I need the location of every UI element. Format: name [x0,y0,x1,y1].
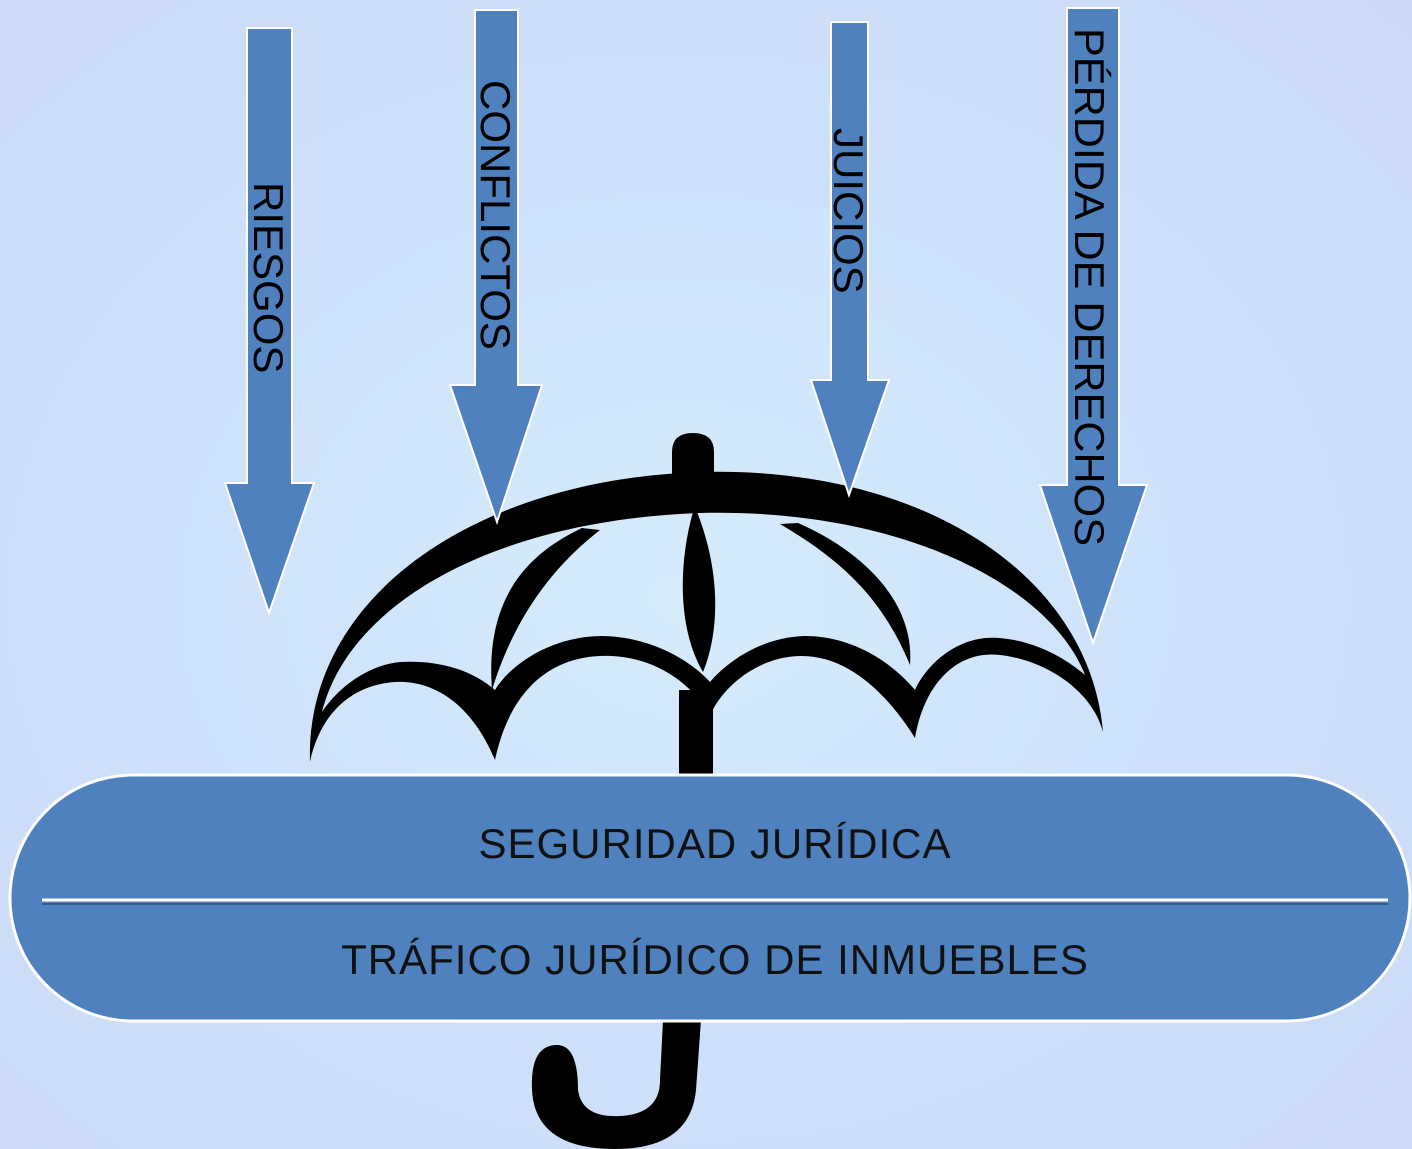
umbrella-shaft [679,690,713,780]
arrow-label-juicios: JUICIOS [825,128,872,294]
arrow-label-riesgos: RIESGOS [245,182,292,373]
arrow-label-conflictos: CONFLICTOS [472,80,519,350]
umbrella-icon [309,433,1103,1149]
arrow-shape [223,27,316,617]
umbrella-rib-center [682,512,716,672]
arrow-label-perdida-de-derechos: PÉRDIDA DE DERECHOS [1066,28,1113,546]
umbrella-rib-left [491,528,600,690]
umbrella-tip [672,433,714,478]
arrow-riesgos: RIESGOS [223,27,316,617]
arrow-shape [809,21,891,499]
bar-label-trafico-juridico: TRÁFICO JURÍDICO DE INMUEBLES [341,936,1089,983]
arrow-shape [448,9,544,526]
arrow-perdida-de-derechos: PÉRDIDA DE DERECHOS [1038,7,1149,647]
security-bar: SEGURIDAD JURÍDICA TRÁFICO JURÍDICO DE I… [8,773,1412,1023]
umbrella-handle [531,1020,701,1149]
umbrella-rib-right [780,523,911,665]
bar-label-seguridad-juridica: SEGURIDAD JURÍDICA [478,820,951,867]
security-bar-background [8,773,1412,1023]
arrow-conflictos: CONFLICTOS [448,9,544,526]
umbrella-canopy [309,471,1103,762]
arrow-juicios: JUICIOS [809,21,891,499]
arrow-shape [1038,7,1149,647]
